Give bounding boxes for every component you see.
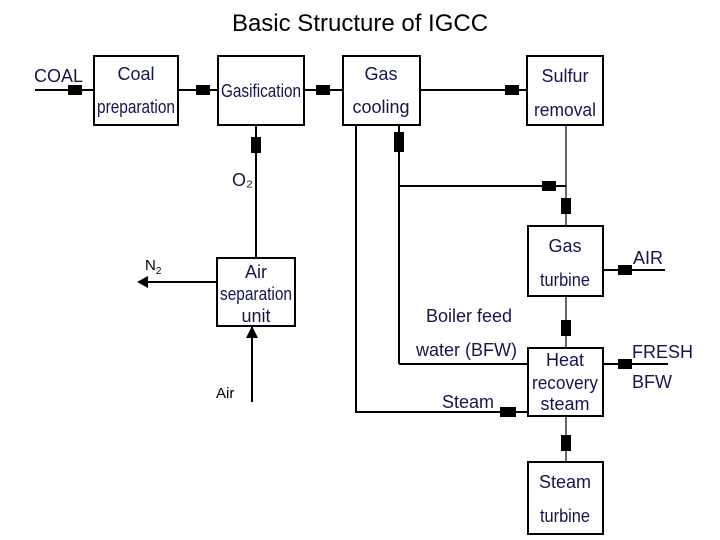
stream-label-coal: COAL: [34, 66, 83, 86]
label: removal: [534, 100, 596, 120]
label: Heat: [546, 350, 584, 370]
stream-label-air-asu: Air: [216, 385, 234, 402]
label: Sulfur: [541, 66, 588, 86]
arrow-bfw-into-cooling: [394, 132, 404, 152]
unit-gas-cooling: Gas cooling: [342, 55, 421, 126]
label: recovery: [532, 373, 598, 393]
arrow-o2: [251, 137, 261, 153]
label: cooling: [352, 97, 409, 117]
stream-label-o2: O₂: [232, 170, 253, 190]
arrow-air-asu: [246, 326, 258, 338]
unit-air-separation: Air separation unit: [216, 257, 296, 327]
unit-steam-turbine: Steam turbine: [527, 461, 604, 535]
arrow-prep-to-gasifier: [196, 85, 210, 95]
label: turbine: [540, 270, 590, 290]
stream-label-boiler-feed: Boiler feed: [426, 306, 512, 326]
steam-line: [355, 125, 528, 413]
arrow-cooling-to-sulfur: [505, 85, 519, 95]
unit-coal-preparation: Coal preparation: [93, 55, 179, 126]
stream-label-steam: Steam: [442, 392, 494, 412]
label: Air: [245, 262, 267, 282]
arrow-gasifier-to-cooling: [316, 85, 330, 95]
label: unit: [241, 306, 270, 326]
arrow-steam: [500, 407, 516, 417]
unit-gasification: Gasification: [217, 55, 305, 126]
label: Coal: [117, 64, 154, 84]
diagram-title: Basic Structure of IGCC: [231, 10, 489, 37]
label: Gas: [364, 64, 397, 84]
label: preparation: [97, 97, 175, 117]
arrow-turbine-to-hrsg: [561, 320, 571, 336]
unit-heat-recovery-steam: Heat recovery steam: [527, 347, 604, 417]
arrow-n2: [137, 276, 148, 288]
label: Gas: [548, 236, 581, 256]
stream-label-air-gt: AIR: [633, 248, 663, 268]
arrow-branch-to-turbine: [542, 181, 556, 191]
label: Steam: [539, 472, 591, 492]
arrow-sulfur-to-turbine: [561, 198, 571, 214]
stream-label-fresh: FRESH: [632, 342, 693, 362]
label: separation: [220, 284, 292, 304]
arrow-hrsg-to-steam-turbine: [561, 435, 571, 451]
arrow-fresh-bfw: [618, 359, 632, 369]
stream-label-bfw: BFW: [632, 372, 672, 392]
label: turbine: [540, 506, 590, 526]
stream-label-n2: N2: [145, 257, 162, 277]
arrow-coal-feed: [68, 85, 82, 95]
stream-label-bfw-water: water (BFW): [415, 340, 517, 360]
label: steam: [540, 394, 589, 414]
arrow-air-gt: [618, 265, 632, 275]
label: Gasification: [221, 81, 301, 101]
unit-gas-turbine: Gas turbine: [527, 225, 604, 297]
unit-sulfur-removal: Sulfur removal: [526, 55, 604, 126]
